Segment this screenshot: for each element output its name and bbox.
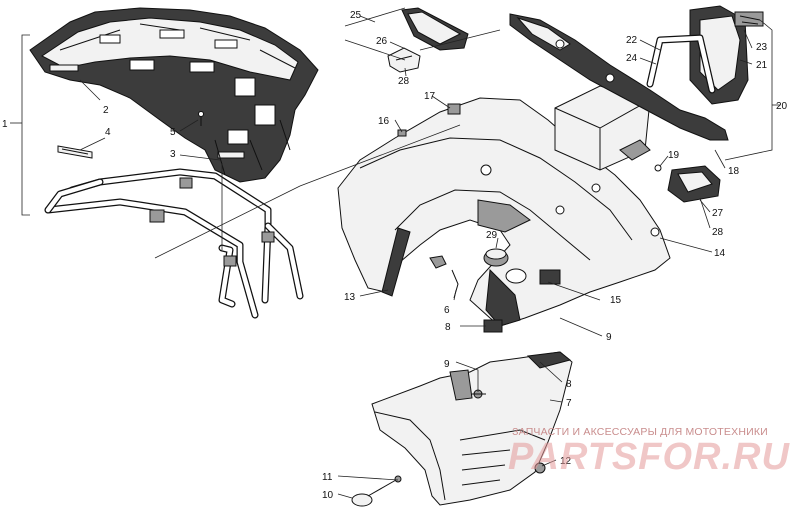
callout-21: 21 xyxy=(756,60,768,71)
watermark-logo: PARTSFOR.RU xyxy=(508,436,790,478)
callout-9-lower: 9 xyxy=(444,359,450,370)
decal-part xyxy=(57,145,93,159)
callout-14: 14 xyxy=(714,248,726,259)
callout-15: 15 xyxy=(610,295,622,306)
callout-9-right: 9 xyxy=(606,332,612,343)
callout-8-lower: 8 xyxy=(566,379,572,390)
callout-labels: 1 2 3 4 5 6 7 8 8 9 9 9 10 11 12 13 14 1… xyxy=(2,10,788,501)
callout-27: 27 xyxy=(712,208,724,219)
callout-11: 11 xyxy=(322,472,333,483)
callout-24: 24 xyxy=(626,53,638,64)
lower-panel-part xyxy=(371,351,573,506)
callout-23: 23 xyxy=(756,42,768,53)
callout-8-upper: 8 xyxy=(445,322,451,333)
callout-10: 10 xyxy=(322,490,334,501)
callout-28-upper: 28 xyxy=(398,76,410,87)
callout-5: 5 xyxy=(170,127,176,138)
callout-12: 12 xyxy=(560,456,572,467)
callout-4: 4 xyxy=(105,127,111,138)
screw-part-5 xyxy=(198,111,204,126)
callout-19: 19 xyxy=(668,150,680,161)
fastener-part-10-11 xyxy=(351,475,402,507)
callout-25: 25 xyxy=(350,10,362,21)
callout-20: 20 xyxy=(776,101,788,112)
callout-18: 18 xyxy=(728,166,740,177)
clip-part-6 xyxy=(429,255,459,299)
callout-29: 29 xyxy=(486,230,498,241)
callout-22: 22 xyxy=(626,35,638,46)
callout-1: 1 xyxy=(2,119,8,130)
callout-7: 7 xyxy=(566,398,572,409)
bracket-assembly-upper xyxy=(387,7,469,73)
fuel-cap-part xyxy=(483,248,527,284)
callout-16: 16 xyxy=(378,116,390,127)
lead-lines xyxy=(10,7,780,499)
bracket-assembly-right xyxy=(654,164,721,203)
rear-bumper-part xyxy=(509,5,764,161)
rack-frame-part xyxy=(44,168,304,319)
callout-2: 2 xyxy=(103,105,109,116)
rear-rack-part xyxy=(29,7,319,183)
watermark-caption: ЗАПЧАСТИ И АКСЕССУАРЫ ДЛЯ МОТОТЕХНИКИ xyxy=(512,426,768,438)
callout-3: 3 xyxy=(170,149,176,160)
callout-6: 6 xyxy=(444,305,450,316)
callout-28-right: 28 xyxy=(712,227,724,238)
callout-26: 26 xyxy=(376,36,388,47)
callout-17: 17 xyxy=(424,91,436,102)
callout-13: 13 xyxy=(344,292,356,303)
